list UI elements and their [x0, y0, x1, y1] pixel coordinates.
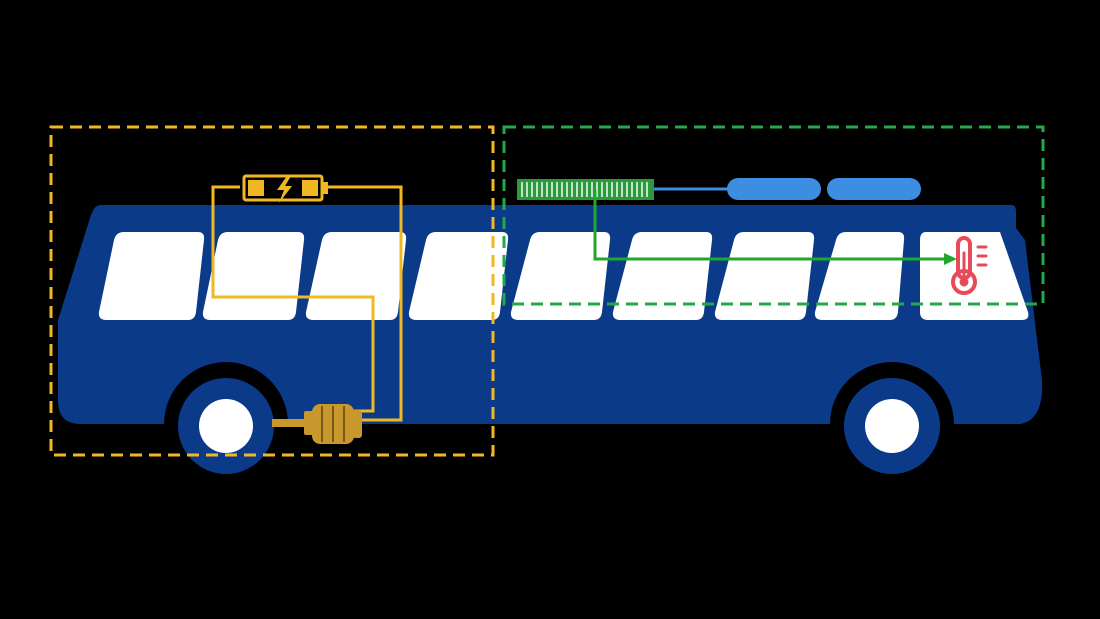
electric-drive-region — [49, 125, 495, 457]
electric-wire — [211, 185, 375, 413]
motor-endcap — [352, 410, 362, 438]
radiator-fins — [521, 182, 648, 197]
bus-window — [510, 232, 611, 320]
radiator-icon — [517, 179, 654, 200]
battery-charging-icon — [242, 174, 328, 203]
bus-window — [612, 232, 713, 320]
bus-window — [98, 232, 205, 320]
rear-wheel — [178, 378, 274, 474]
coolant-tank-icon — [827, 178, 921, 200]
electric-circuit — [211, 174, 403, 444]
coolant-tank-icon — [727, 178, 821, 200]
battery-cell — [248, 180, 264, 196]
front-wheel — [844, 378, 940, 474]
bus-windows — [98, 232, 1029, 320]
thermometer-mercury — [959, 277, 969, 287]
bus-window — [202, 232, 305, 320]
electric-motor-icon — [272, 404, 362, 444]
bus-window — [305, 232, 407, 320]
thermal-management-region — [502, 125, 1045, 306]
heat-flow-line — [593, 190, 944, 261]
motor-flange — [304, 411, 314, 435]
thermometer-icon — [951, 236, 988, 295]
battery-terminal — [322, 182, 328, 194]
motor-shaft — [272, 419, 306, 427]
front-hub — [865, 399, 919, 453]
bus-window — [714, 232, 815, 320]
lightning-bolt — [277, 176, 292, 203]
rear-hub — [199, 399, 253, 453]
thermal-system — [517, 178, 988, 295]
heat-flow-arrowhead — [944, 253, 957, 265]
electric-wire — [322, 185, 403, 422]
bus-window — [408, 232, 509, 320]
bus-window — [814, 232, 905, 320]
battery-cell — [302, 180, 318, 196]
